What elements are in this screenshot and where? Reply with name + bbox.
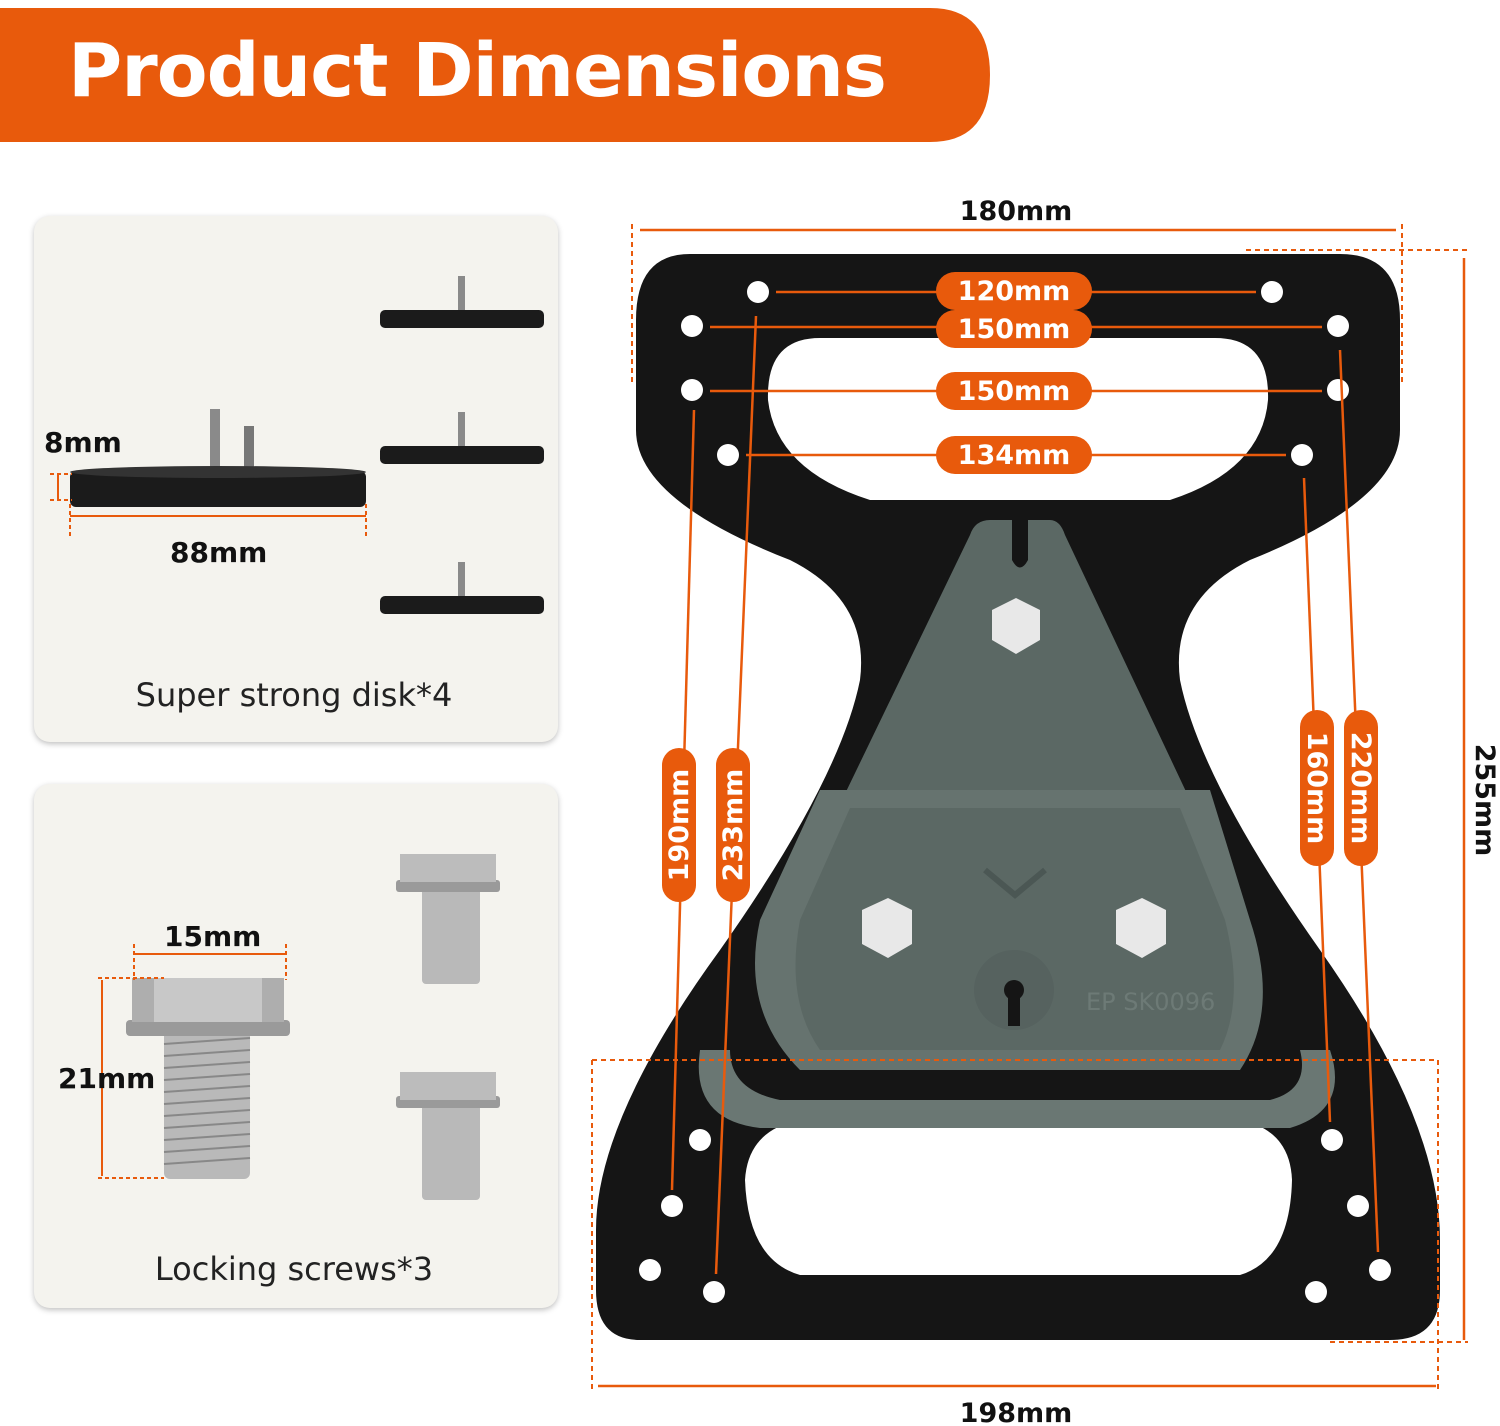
- bottom-width-label: 198mm: [960, 1398, 1073, 1426]
- small-disk-2: [380, 412, 544, 464]
- disk-height-label: 8mm: [44, 426, 122, 459]
- magnet-disk-illustration: [50, 276, 544, 614]
- dim-190-label: 190mm: [664, 769, 695, 882]
- screw-length-label: 21mm: [58, 1062, 156, 1095]
- mount-holes: [639, 281, 1391, 1303]
- total-height-label: 255mm: [1469, 744, 1500, 857]
- bracket: [698, 520, 1335, 1128]
- disk-caption: Super strong disk*4: [135, 676, 453, 714]
- screw-card: 15mm 21mm Locking screws*3: [34, 784, 558, 1308]
- top-width-label: 180mm: [960, 196, 1073, 227]
- screw-caption: Locking screws*3: [154, 1250, 434, 1288]
- mount-plate: [596, 254, 1440, 1340]
- dim-150a-label: 150mm: [958, 314, 1071, 345]
- dim-150b-label: 150mm: [958, 376, 1071, 407]
- screw-illustration: [98, 854, 500, 1200]
- dim-160-label: 160mm: [1301, 732, 1332, 845]
- dim-120-label: 120mm: [958, 276, 1071, 307]
- dim-134-label: 134mm: [958, 440, 1071, 471]
- small-disk-1: [380, 276, 544, 328]
- dim-220-label: 220mm: [1345, 732, 1376, 845]
- large-disk: [70, 409, 366, 507]
- disk-card: 8mm 88mm Super strong disk*4: [34, 216, 558, 742]
- small-screw-2: [396, 1072, 500, 1200]
- page-title: Product Dimensions: [68, 28, 887, 114]
- header-banner: [0, 8, 990, 142]
- screw-width-label: 15mm: [164, 920, 262, 953]
- disk-diameter-label: 88mm: [170, 536, 268, 569]
- dim-233-label: 233mm: [718, 769, 749, 882]
- bracket-model-text: EP SK0096: [1086, 988, 1215, 1016]
- large-screw: [126, 978, 290, 1179]
- small-disk-3: [380, 562, 544, 614]
- small-screw-1: [396, 854, 500, 984]
